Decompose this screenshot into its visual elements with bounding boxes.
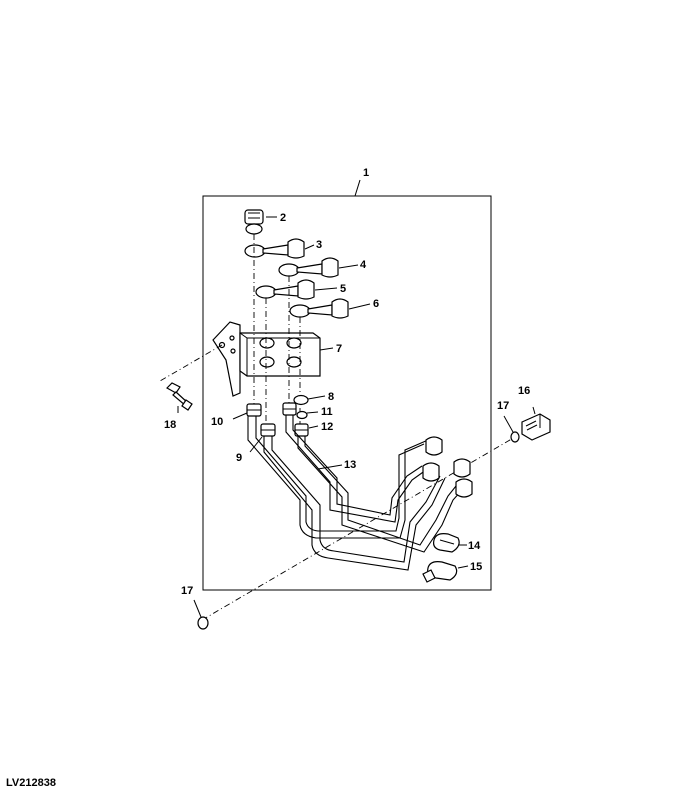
- part-12-fitting: [294, 423, 319, 437]
- callout-17-right: 17: [497, 400, 509, 412]
- part-9-fitting: [249, 423, 276, 453]
- part-7-bracket: [212, 321, 334, 397]
- part-18-bolt: [166, 382, 193, 413]
- part-6-dust-cap: [289, 298, 371, 319]
- callout-5: 5: [340, 283, 346, 295]
- callout-8: 8: [328, 391, 334, 403]
- callout-17-lower: 17: [181, 585, 193, 597]
- part-4-dust-cap: [278, 257, 359, 278]
- callout-11: 11: [321, 406, 333, 418]
- callout-18: 18: [164, 419, 176, 431]
- part-13-tubes: [247, 415, 473, 571]
- callout-3: 3: [316, 239, 322, 251]
- part-15-clamp: [422, 561, 469, 583]
- callout-6: 6: [373, 298, 379, 310]
- part-3-dust-cap: [244, 238, 315, 259]
- figure-reference-id: LV212838: [6, 777, 56, 789]
- callout-2: 2: [280, 212, 286, 224]
- callout-14: 14: [468, 540, 481, 552]
- callout-7: 7: [336, 343, 342, 355]
- part-17-washer-right: [503, 415, 520, 443]
- part-fitting-upper: [282, 402, 297, 416]
- part-11-o-ring: [296, 410, 319, 420]
- part-10-fitting: [232, 403, 262, 420]
- part-2-coupler: [244, 209, 277, 235]
- part-8-o-ring: [293, 394, 326, 406]
- part-16-plug: [521, 406, 551, 441]
- callout-4: 4: [360, 259, 367, 271]
- callout-9: 9: [236, 452, 242, 464]
- assembly-frame: [202, 195, 492, 591]
- part-17-washer-lower: [193, 599, 209, 630]
- callout-16: 16: [518, 385, 530, 397]
- callout-1: 1: [363, 167, 369, 179]
- part-14-clamp: [433, 533, 467, 553]
- callout-10: 10: [211, 416, 223, 428]
- part-5-dust-cap: [255, 279, 338, 300]
- callout-13: 13: [344, 459, 356, 471]
- callout-12: 12: [321, 421, 333, 433]
- callout-15: 15: [470, 561, 482, 573]
